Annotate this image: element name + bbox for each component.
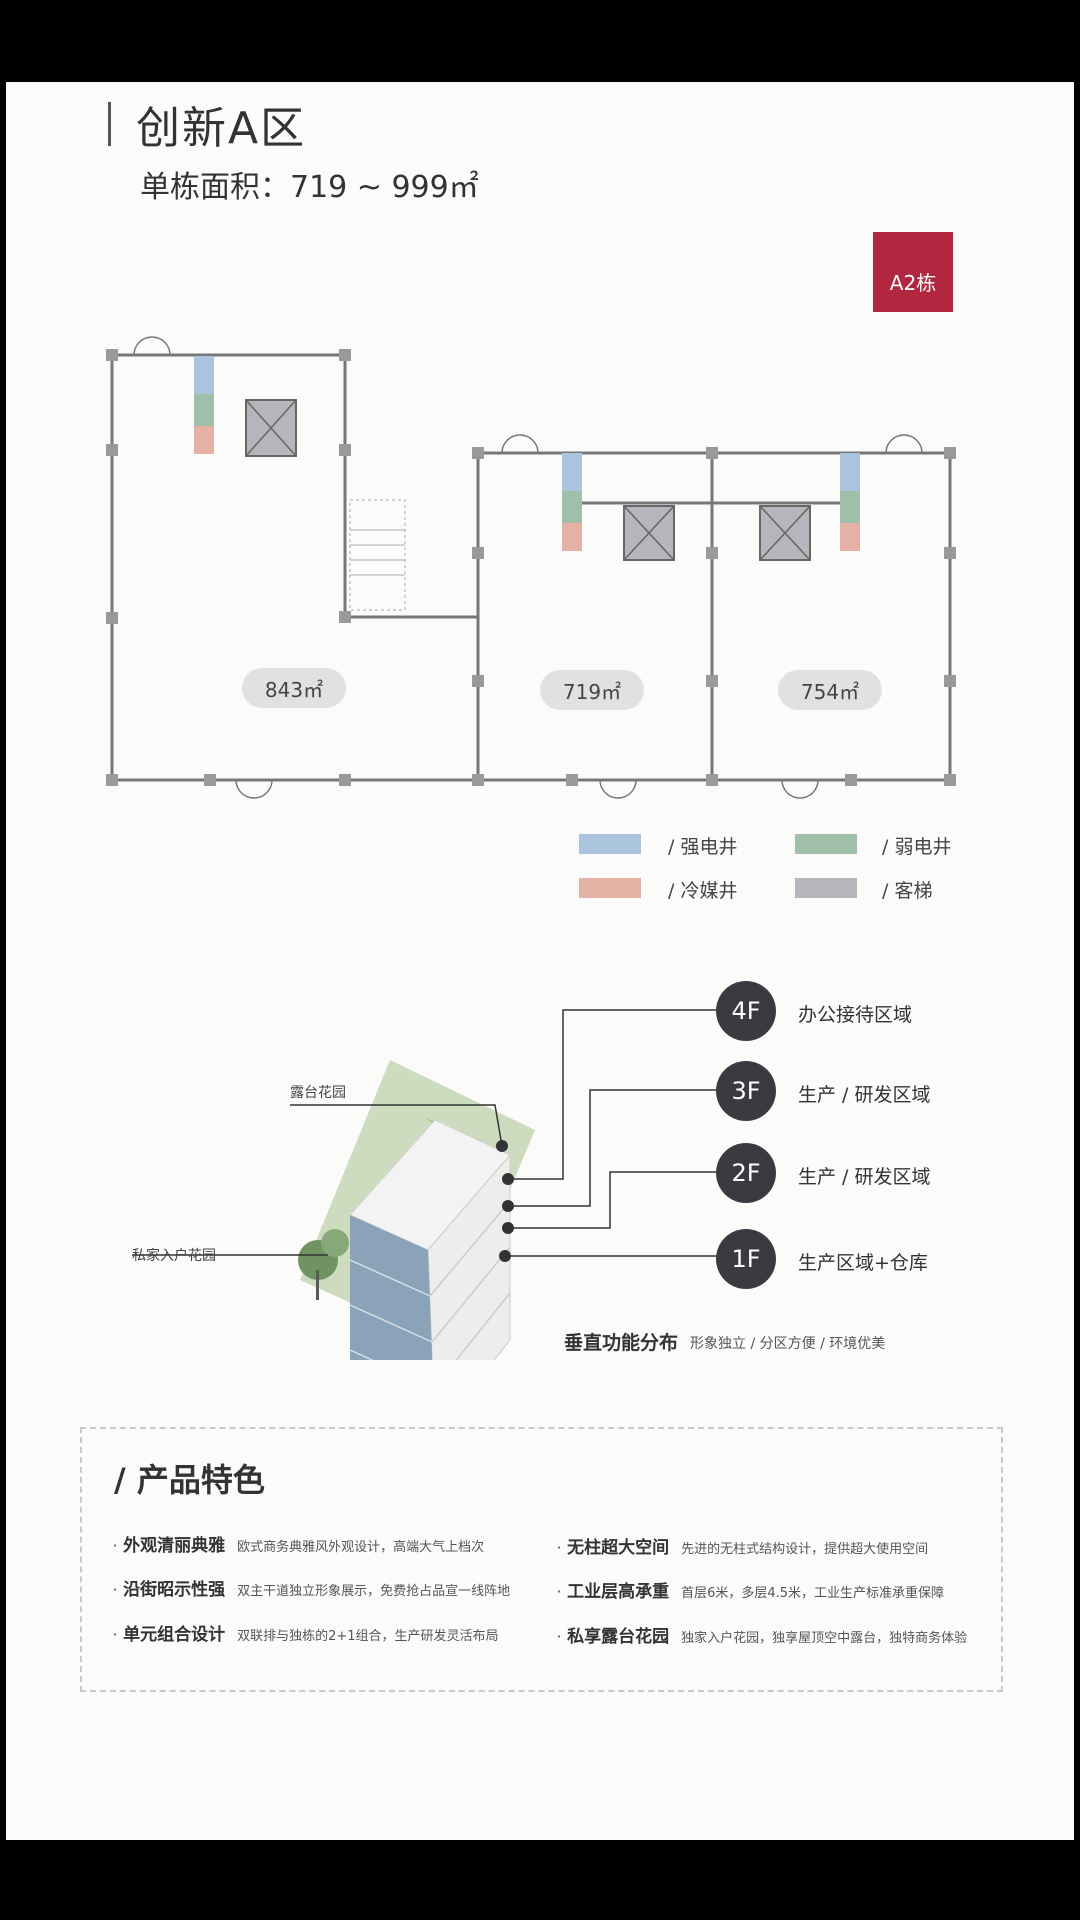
shaft-refrigerant [194, 426, 214, 454]
area-range: 单栋面积：719 ~ 999㎡ [140, 170, 479, 205]
building-badge: A2栋 [873, 232, 953, 312]
unit-area-754: 754㎡ [778, 670, 882, 710]
bullet: · [112, 1580, 118, 1599]
floor-function-3f: 生产 / 研发区域 [798, 1084, 931, 1106]
feature-name: 外观清丽典雅 [123, 1536, 226, 1556]
features-title: / 产品特色 [114, 1461, 265, 1499]
floor-level-1f: 1F [731, 1245, 761, 1273]
legend-swatch-power [579, 834, 641, 854]
feature-name: 工业层高承重 [567, 1582, 670, 1602]
legend-label-elevator: / 客梯 [882, 880, 933, 902]
feature-desc: 双主干道独立形象展示，免费抢占品宣一线阵地 [237, 1584, 511, 1599]
feature-desc: 独家入户花园，独享屋顶空中露台，独特商务体验 [681, 1631, 968, 1646]
feature-desc: 先进的无柱式结构设计，提供超大使用空间 [681, 1542, 929, 1557]
feature-item: · 私享露台花园独家入户花园，独享屋顶空中露台，独特商务体验 [556, 1622, 967, 1647]
features-box [80, 1427, 1003, 1692]
feature-name: 无柱超大空间 [567, 1538, 670, 1558]
floor-circle-4f: 4F [716, 981, 776, 1041]
vertical-subtitle: 形象独立 / 分区方便 / 环境优美 [690, 1336, 886, 1352]
legend-swatch-elevator [795, 878, 857, 898]
legend-label-power: / 强电井 [668, 836, 738, 858]
vertical-title: 垂直功能分布 [564, 1332, 679, 1354]
feature-name: 沿街昭示性强 [123, 1580, 226, 1600]
legend-label-weak: / 弱电井 [882, 836, 952, 858]
floor-level-3f: 3F [731, 1077, 761, 1105]
floor-plan [106, 336, 956, 799]
bullet: · [112, 1625, 118, 1644]
floor-level-2f: 2F [731, 1159, 761, 1187]
building-diagram [132, 1009, 718, 1360]
feature-item: · 无柱超大空间先进的无柱式结构设计，提供超大使用空间 [556, 1533, 928, 1558]
building-badge-label: A2栋 [889, 271, 937, 295]
floor-level-4f: 4F [731, 997, 761, 1025]
feature-desc: 首层6米，多层4.5米，工业生产标准承重保障 [681, 1586, 945, 1601]
feature-item: · 沿街昭示性强双主干道独立形象展示，免费抢占品宣一线阵地 [112, 1575, 510, 1600]
bullet: · [556, 1538, 562, 1557]
floor-circle-1f: 1F [716, 1229, 776, 1289]
unit-area-719: 719㎡ [540, 670, 644, 710]
callout-terrace: 露台花园 [290, 1085, 346, 1101]
shaft-power [194, 356, 214, 394]
title-bar-accent [108, 102, 111, 146]
page-title: 创新A区 [136, 103, 307, 154]
feature-name: 单元组合设计 [123, 1625, 226, 1645]
feature-item: · 外观清丽典雅欧式商务典雅风外观设计，高端大气上档次 [112, 1531, 484, 1556]
bullet: · [556, 1582, 562, 1601]
unit-area-843: 843㎡ [242, 668, 346, 708]
feature-name: 私享露台花园 [567, 1627, 670, 1647]
floor-function-4f: 办公接待区域 [798, 1004, 913, 1026]
legend-swatch-refrigerant [579, 878, 641, 898]
shaft-weak [194, 394, 214, 426]
feature-desc: 欧式商务典雅风外观设计，高端大气上档次 [237, 1540, 485, 1555]
legend-swatch-weak [795, 834, 857, 854]
document-page [6, 82, 1074, 1840]
feature-item: · 单元组合设计双联排与独栋的2+1组合，生产研发灵活布局 [112, 1620, 499, 1645]
floor-function-2f: 生产 / 研发区域 [798, 1166, 931, 1188]
legend-label-refrigerant: / 冷媒井 [668, 880, 738, 902]
feature-item: · 工业层高承重首层6米，多层4.5米，工业生产标准承重保障 [556, 1577, 944, 1602]
bullet: · [112, 1536, 118, 1555]
floor-function-1f: 生产区域+仓库 [798, 1252, 928, 1274]
feature-desc: 双联排与独栋的2+1组合，生产研发灵活布局 [237, 1629, 499, 1644]
floor-circle-3f: 3F [716, 1061, 776, 1121]
bullet: · [556, 1627, 562, 1646]
floor-circle-2f: 2F [716, 1143, 776, 1203]
callout-entry-garden: 私家入户花园 [132, 1248, 216, 1264]
